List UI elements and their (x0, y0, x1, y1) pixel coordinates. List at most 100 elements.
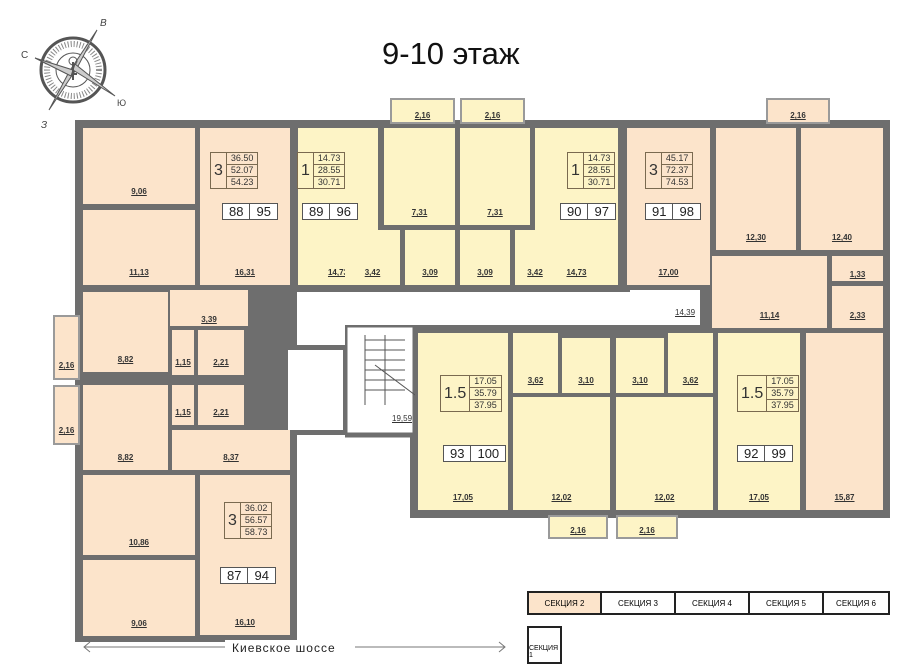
room-area: 11,14 (759, 311, 780, 320)
apartment-number: 90 (561, 204, 589, 219)
section-3[interactable]: СЕКЦИЯ 3 (600, 591, 676, 615)
room-count: 1 (298, 153, 314, 188)
room-area: 2,16 (790, 111, 806, 120)
room-area: 9,06 (131, 619, 147, 628)
apartment-area: 52.07 (226, 165, 258, 177)
apartment-number: 88 (223, 204, 251, 219)
compass-north: С (21, 50, 28, 61)
room: 8,37 (172, 430, 290, 470)
room-area: 16,31 (234, 268, 256, 277)
room-count: 3 (225, 503, 241, 538)
room: 3,10 (616, 338, 664, 393)
room-area: 3,10 (578, 376, 594, 385)
apartment-number-box: 90 97 (560, 203, 616, 220)
apartment-area: 30.71 (317, 177, 341, 187)
apartment-area: 14.73 (583, 153, 615, 165)
apartment-area: 36.02 (240, 503, 272, 515)
room: 1,33 (832, 256, 883, 281)
apartment-area: 28.55 (313, 165, 345, 177)
apartment-area: 36.50 (226, 153, 258, 165)
room: 8,82 (83, 292, 168, 372)
section-4[interactable]: СЕКЦИЯ 4 (674, 591, 750, 615)
apartment-number: 95 (256, 204, 271, 219)
room: 16,10 (200, 475, 290, 635)
room: 1,15 (172, 330, 194, 375)
road-arrow (83, 640, 506, 654)
apartment-number-box: 91 98 (645, 203, 701, 220)
apartment-area: 56.57 (240, 515, 272, 527)
room: 3,09 (460, 230, 510, 285)
apartment-area: 35.79 (767, 388, 798, 400)
apartment-area: 14.73 (313, 153, 345, 165)
road-label: Киевское шоссе (232, 641, 336, 655)
section-2[interactable]: СЕКЦИЯ 2 (527, 591, 602, 615)
room: 7,31 (384, 128, 455, 225)
stairs-icon (345, 325, 415, 438)
apartment-number-box: 93 100 (443, 445, 507, 462)
balcony: 2,16 (460, 98, 525, 124)
room: 7,31 (460, 128, 530, 225)
room: 17,05 (718, 333, 800, 510)
room-area: 8,82 (117, 355, 134, 364)
room-area: 17,05 (452, 493, 474, 502)
corridor-area: 14,39 (675, 308, 696, 317)
apartment-area: 37.95 (771, 400, 794, 410)
apartment-number: 87 (221, 568, 249, 583)
section-6[interactable]: СЕКЦИЯ 6 (822, 591, 890, 615)
room-area: 3,42 (364, 268, 381, 277)
room-area: 12,02 (551, 493, 572, 502)
room-area: 7,31 (487, 208, 503, 217)
room-area: 15,87 (834, 493, 855, 502)
section-1[interactable]: СЕКЦИЯ 1 (527, 626, 562, 664)
room-area: 2,21 (213, 408, 229, 417)
apartment-number: 99 (771, 446, 786, 461)
room-area: 10,86 (128, 538, 150, 547)
apartment-number: 97 (594, 204, 609, 219)
apartment-area: 37.95 (474, 400, 497, 410)
apartment-area: 72.37 (661, 165, 693, 177)
room: 9,06 (83, 560, 195, 636)
room: 12,40 (801, 128, 883, 250)
room-count: 1.5 (441, 376, 471, 411)
balcony: 2,16 (390, 98, 455, 124)
room: 12,30 (716, 128, 796, 250)
apartment-area: 17.05 (470, 376, 501, 388)
room-area: 2,16 (570, 526, 586, 535)
room-area: 8,82 (117, 453, 134, 462)
apartment-number: 91 (646, 204, 674, 219)
section-5[interactable]: СЕКЦИЯ 5 (748, 591, 824, 615)
apartment-number: 98 (679, 204, 694, 219)
room: 17,05 (418, 333, 508, 510)
room-area: 9,06 (131, 187, 147, 196)
room-area: 3,39 (201, 315, 217, 324)
room: 3,62 (668, 333, 713, 393)
room-area: 12,02 (654, 493, 675, 502)
room: 3,39 (170, 290, 248, 326)
balcony: 2,16 (616, 515, 678, 539)
room: 8,82 (83, 385, 168, 470)
room: 2,21 (198, 385, 244, 425)
apartment-number: 94 (254, 568, 269, 583)
floor-title: 9-10 этаж (382, 36, 520, 71)
room-area: 2,16 (484, 111, 501, 120)
apartment-number: 89 (303, 204, 331, 219)
apartment-area: 58.73 (244, 527, 268, 537)
room: 15,87 (806, 333, 883, 510)
room: 3,62 (513, 333, 558, 393)
apartment-area: 45.17 (661, 153, 693, 165)
room: 2,21 (198, 330, 244, 375)
room: 9,06 (83, 128, 195, 204)
room: 2,33 (832, 286, 883, 328)
apartment-number: 93 (444, 446, 472, 461)
apartment-number: 100 (477, 446, 500, 461)
apartment-area: 54.23 (230, 177, 254, 187)
compass-rose-icon: В С Ю З (21, 18, 126, 130)
apartment-number-box: 88 95 (222, 203, 278, 220)
balcony: 2,16 (548, 515, 608, 539)
